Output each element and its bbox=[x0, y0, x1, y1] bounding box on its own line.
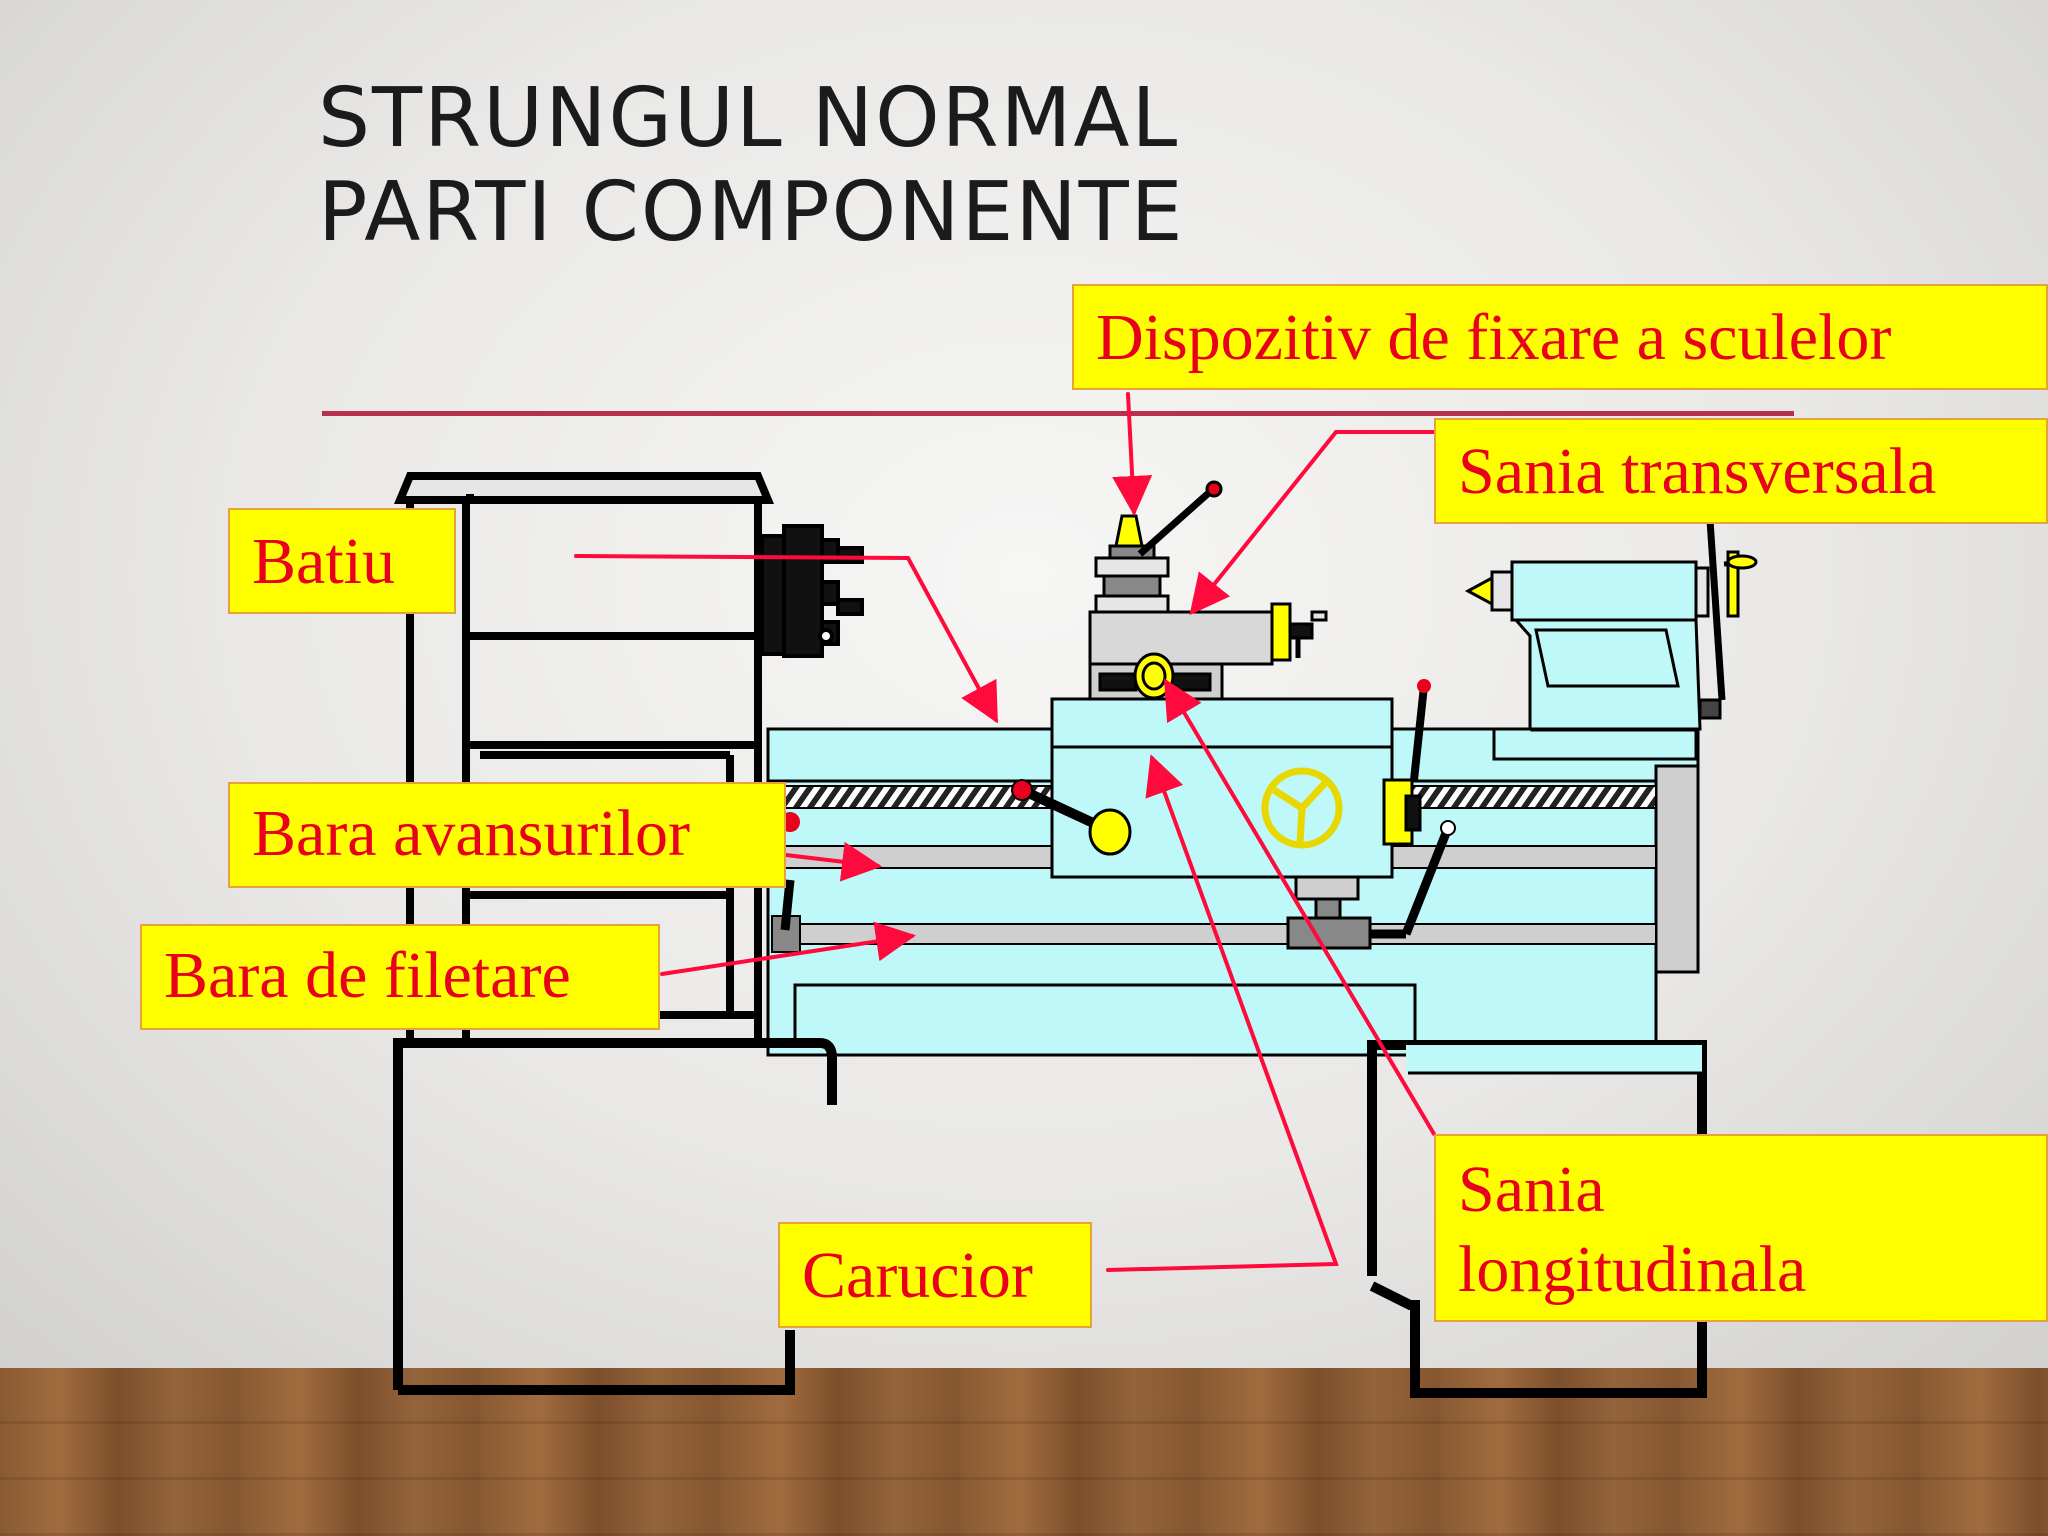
left-cabinet bbox=[393, 1038, 837, 1395]
leader-bara-avansurilor bbox=[784, 841, 882, 882]
leader-dispozitiv bbox=[1112, 392, 1153, 516]
slide-title: STRUNGUL NORMAL PARTI COMPONENTE bbox=[318, 72, 1185, 260]
label-bara-avansurilor: Bara avansurilor bbox=[228, 782, 786, 888]
label-sania-transversala: Sania transversala bbox=[1434, 418, 2048, 524]
leader-carucior bbox=[1106, 754, 1339, 1272]
handwheel bbox=[1261, 767, 1343, 849]
label-batiu: Batiu bbox=[228, 508, 456, 614]
chuck bbox=[760, 524, 864, 658]
leader-sania-transversala bbox=[1189, 430, 1438, 616]
label-carucior: Carucior bbox=[778, 1222, 1092, 1328]
leader-lines bbox=[574, 392, 1438, 1272]
title-line-1: STRUNGUL NORMAL bbox=[318, 71, 1180, 166]
label-sania-longitudinala: Sania longitudinala bbox=[1434, 1134, 2048, 1322]
title-line-2: PARTI COMPONENTE bbox=[318, 165, 1185, 260]
title-underline bbox=[322, 411, 1794, 416]
label-sania-longitudinala-line1: Sania bbox=[1458, 1153, 1605, 1226]
leader-bara-filetare bbox=[660, 921, 916, 976]
label-dispozitiv-fixare: Dispozitiv de fixare a sculelor bbox=[1072, 284, 2048, 390]
cross-slide bbox=[1088, 602, 1328, 701]
leader-sania-longitudinala bbox=[1163, 678, 1436, 1136]
tool-post bbox=[1094, 480, 1223, 614]
tailstock bbox=[1464, 519, 1758, 732]
leader-batiu bbox=[574, 554, 998, 724]
label-bara-filetare: Bara de filetare bbox=[140, 924, 660, 1030]
label-sania-longitudinala-line2: longitudinala bbox=[1458, 1233, 1807, 1306]
